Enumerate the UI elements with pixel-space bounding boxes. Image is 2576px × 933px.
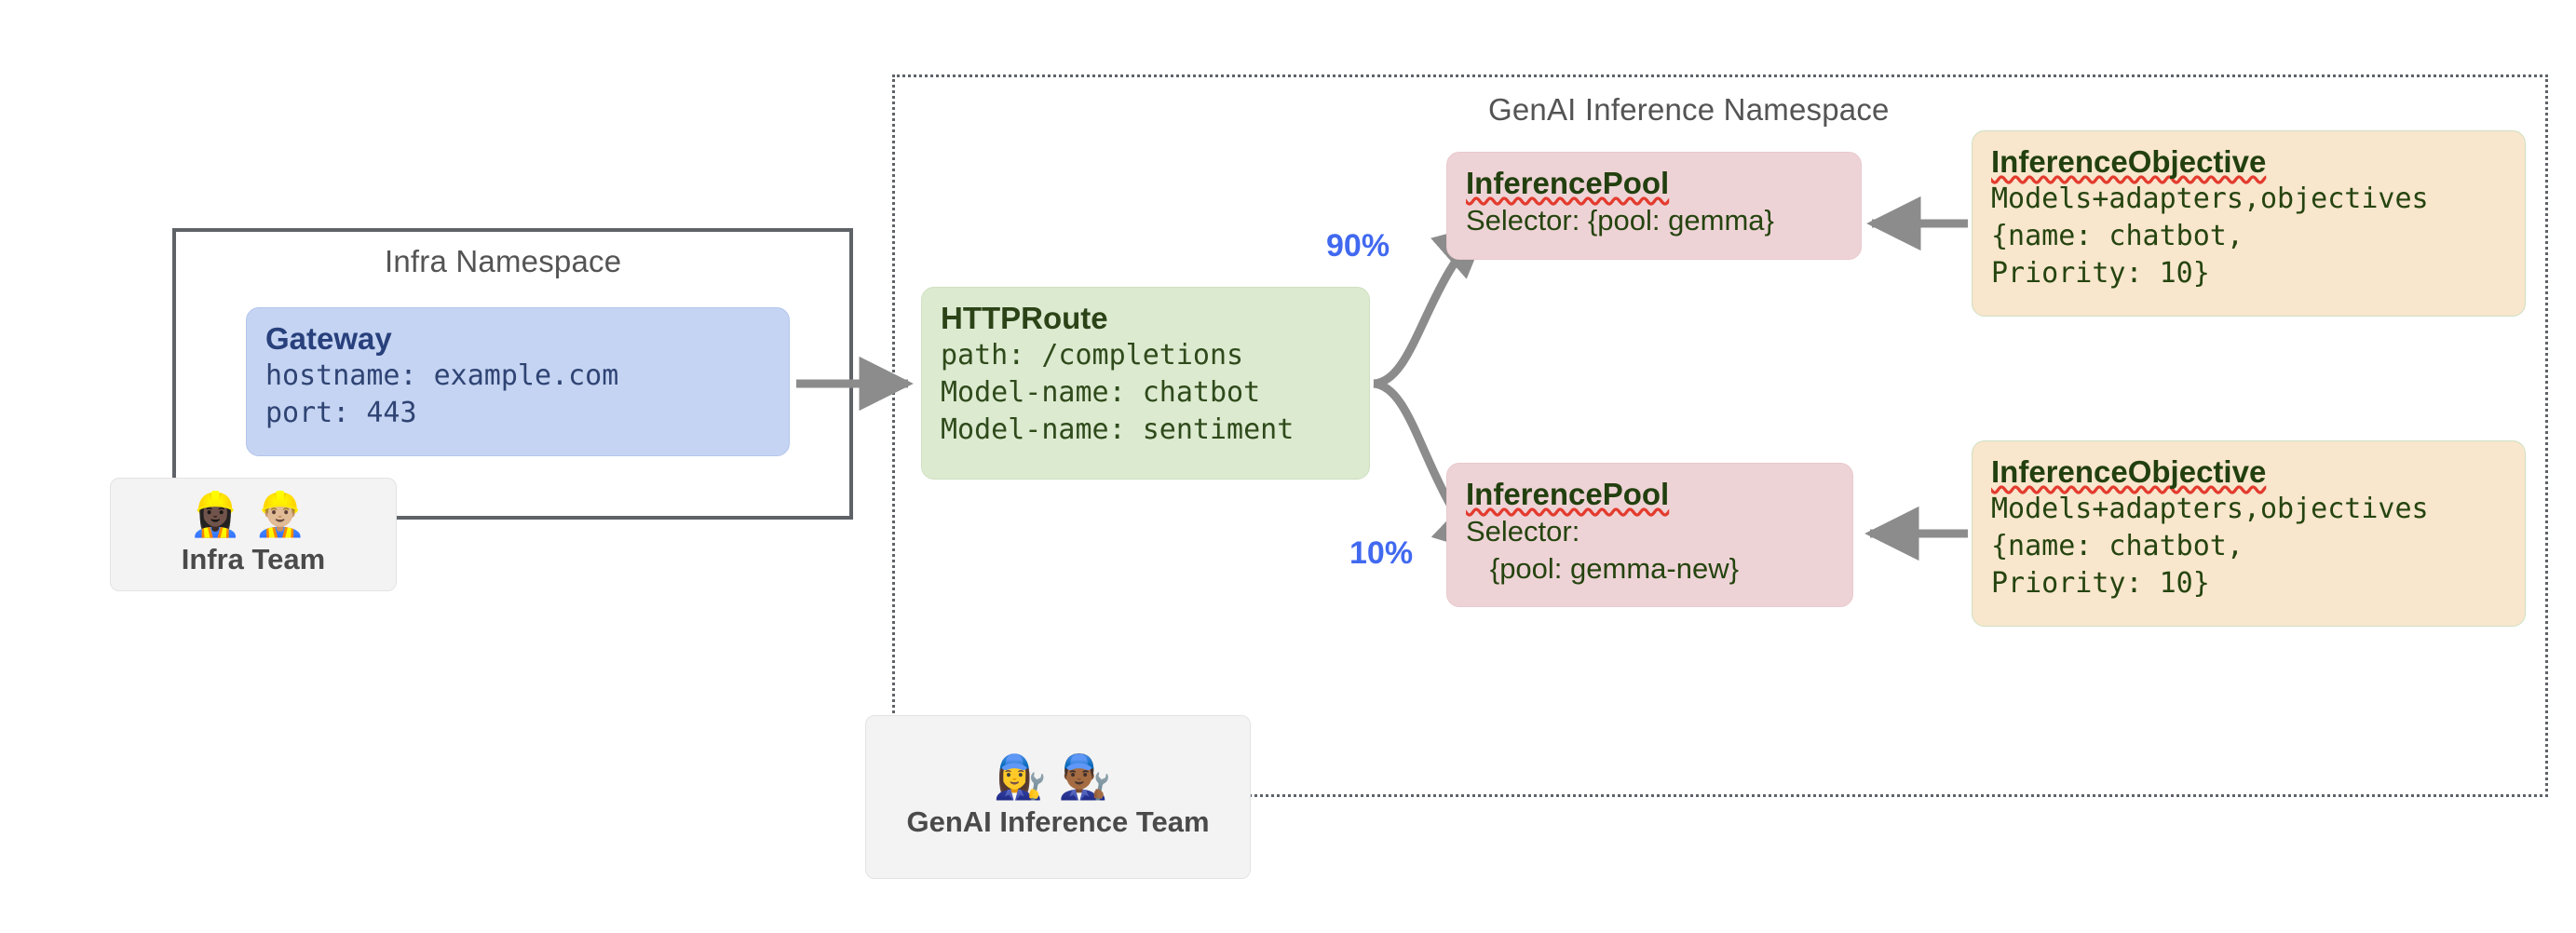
infra-team-label: Infra Team: [181, 543, 326, 575]
node-inferencepool-2[interactable]: InferencePool Selector: {pool: gemma-new…: [1446, 463, 1853, 607]
inferencepool-2-selector: Selector:: [1466, 514, 1580, 548]
inferenceobjective-2-name: {name: chatbot,: [1991, 529, 2244, 562]
inferencepool-1-title: InferencePool: [1466, 166, 1670, 200]
genai-team-label: GenAI Inference Team: [906, 805, 1210, 838]
inferencepool-2-selector-value: {pool: gemma-new}: [1466, 552, 1739, 586]
gateway-hostname: hostname: example.com: [265, 358, 619, 392]
gateway-port: port: 443: [265, 396, 417, 429]
httproute-title: HTTPRoute: [941, 301, 1108, 335]
inferenceobjective-2-models: Models+adapters,objectives: [1991, 492, 2429, 525]
httproute-path: path: /completions: [941, 338, 1244, 372]
infra-team-avatars: 👷🏿‍♀️👷🏼‍♂️: [188, 489, 319, 539]
node-inferenceobjective-2[interactable]: InferenceObjective Models+adapters,objec…: [1972, 440, 2526, 627]
namespace-infra-label: Infra Namespace: [385, 244, 622, 278]
inferenceobjective-1-title: InferenceObjective: [1991, 144, 2267, 179]
inferenceobjective-1-name: {name: chatbot,: [1991, 219, 2244, 252]
httproute-model-name-2: Model-name: sentiment: [941, 412, 1295, 446]
inferenceobjective-2-priority: Priority: 10}: [1991, 566, 2210, 600]
inferencepool-2-title: InferencePool: [1466, 477, 1670, 511]
namespace-genai-inference-label: GenAI Inference Namespace: [1488, 92, 1890, 127]
team-chip-genai[interactable]: 👩‍🔧👨🏾‍🔧 GenAI Inference Team: [865, 715, 1251, 879]
node-httproute[interactable]: HTTPRoute path: /completions Model-name:…: [921, 287, 1370, 480]
namespace-genai-inference: [892, 74, 2548, 797]
node-gateway[interactable]: Gateway hostname: example.com port: 443: [246, 307, 790, 456]
httproute-model-name-1: Model-name: chatbot: [941, 375, 1261, 409]
node-inferenceobjective-1[interactable]: InferenceObjective Models+adapters,objec…: [1972, 130, 2526, 317]
inferenceobjective-1-priority: Priority: 10}: [1991, 256, 2210, 290]
team-chip-infra[interactable]: 👷🏿‍♀️👷🏼‍♂️ Infra Team: [110, 478, 397, 591]
gateway-title: Gateway: [265, 321, 392, 356]
inferenceobjective-1-models: Models+adapters,objectives: [1991, 182, 2429, 215]
weight-label-10: 10%: [1349, 535, 1414, 571]
inferencepool-1-selector: Selector: {pool: gemma}: [1466, 203, 1774, 237]
inferenceobjective-2-title: InferenceObjective: [1991, 454, 2267, 489]
weight-label-90: 90%: [1326, 228, 1390, 264]
genai-team-avatars: 👩‍🔧👨🏾‍🔧: [993, 751, 1123, 802]
node-inferencepool-1[interactable]: InferencePool Selector: {pool: gemma}: [1446, 152, 1862, 260]
